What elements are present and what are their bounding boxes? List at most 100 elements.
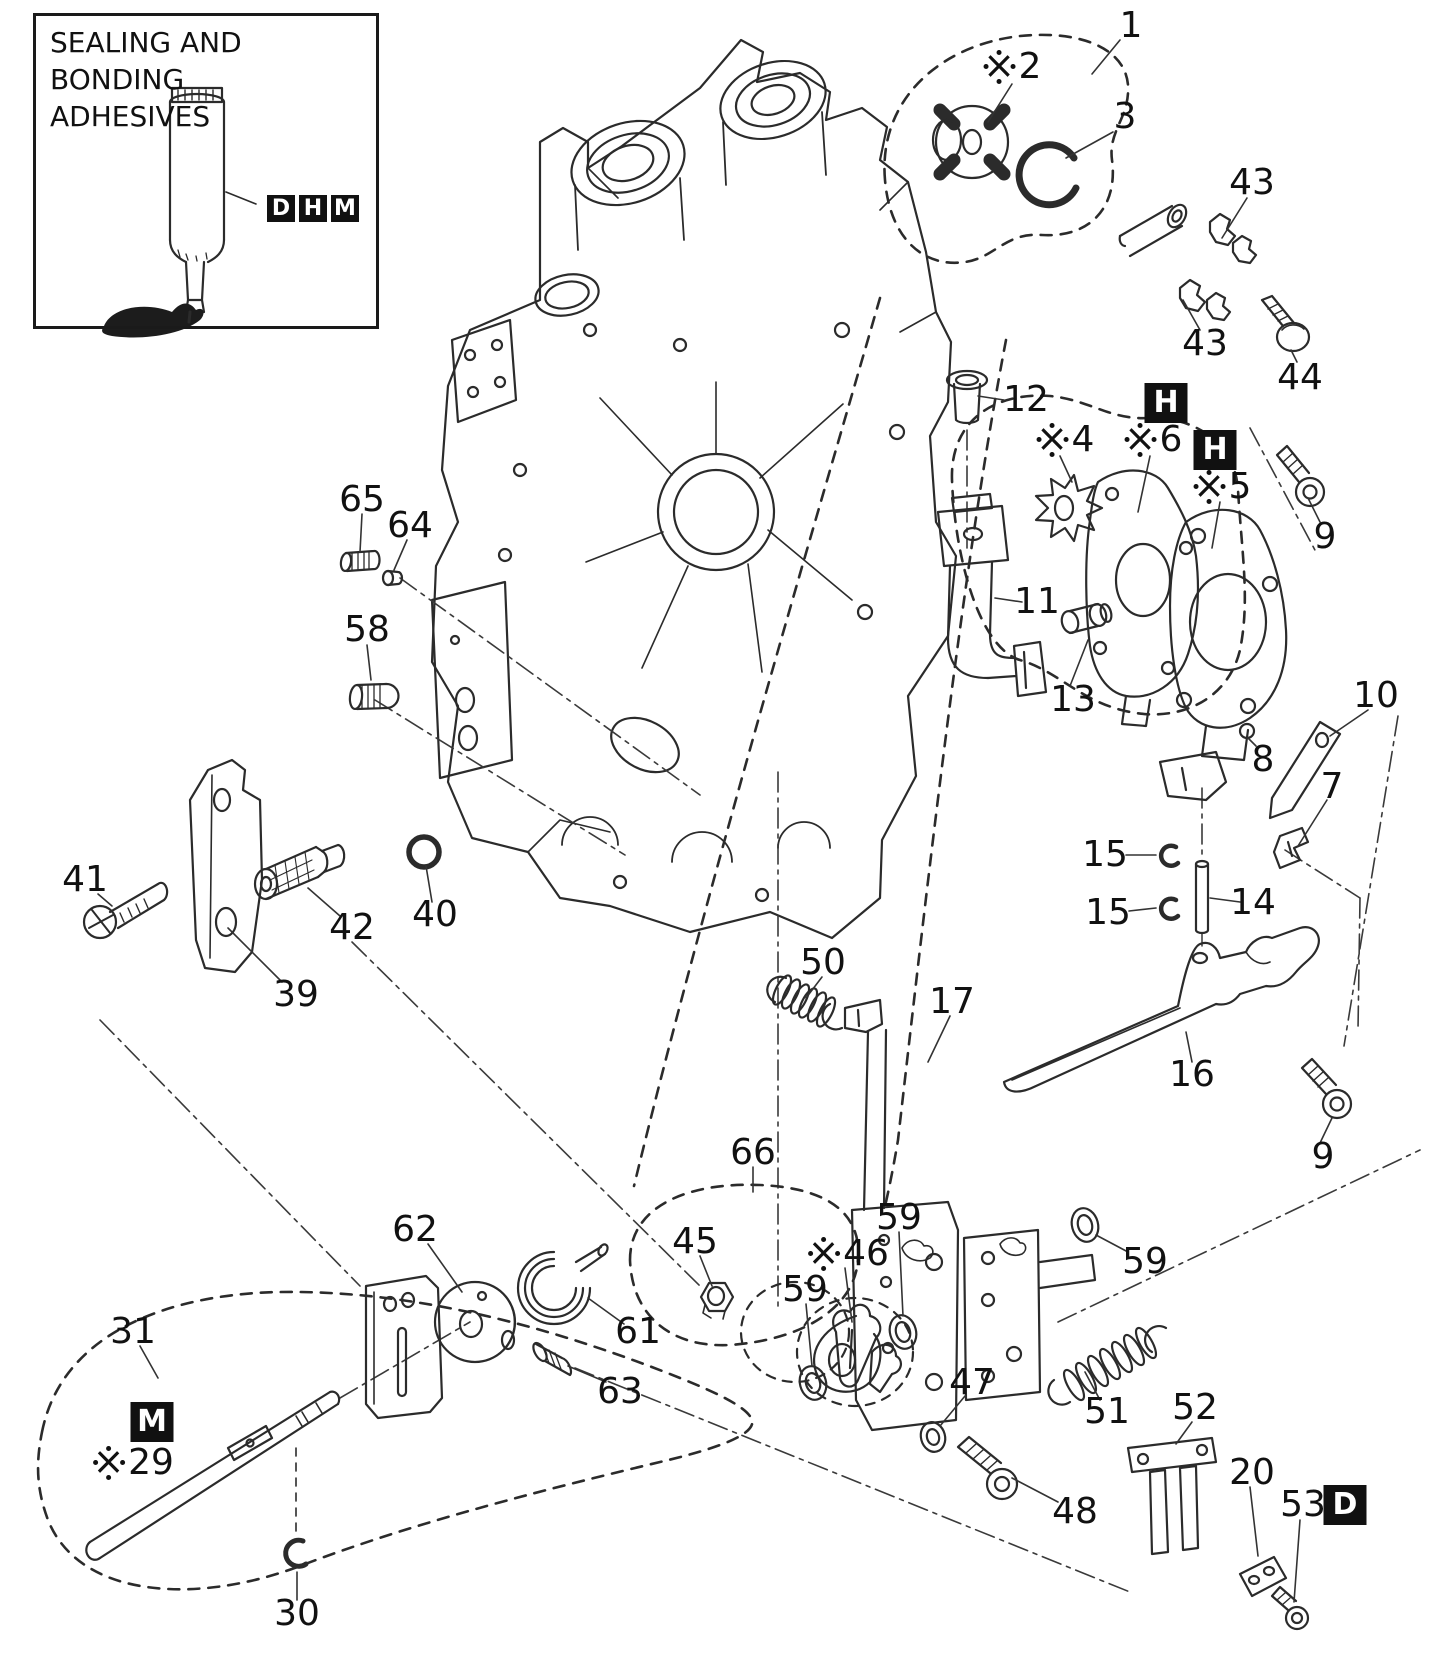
part-64-plug bbox=[381, 569, 404, 587]
center-lines bbox=[99, 427, 1421, 1593]
part-5-retainer-plate bbox=[1158, 508, 1288, 802]
part-13-bushing bbox=[1060, 602, 1113, 635]
part-41-screw bbox=[82, 881, 169, 940]
callout-43-3: 43 bbox=[1229, 162, 1275, 203]
callout-16-30: 16 bbox=[1169, 1054, 1215, 1095]
part-30-e-clip bbox=[283, 1537, 309, 1569]
badge-H-10: H bbox=[1193, 430, 1237, 470]
callout-65-13: 65 bbox=[339, 479, 385, 520]
callout-59-34: 59 bbox=[876, 1197, 922, 1238]
bubble-46b bbox=[795, 1296, 915, 1408]
part-46-fork bbox=[832, 1303, 902, 1394]
bubble-assembly-66 bbox=[628, 1183, 860, 1347]
part-45-nut bbox=[699, 1281, 735, 1320]
part-2-cam bbox=[931, 103, 1011, 181]
callout-47-44: 47 bbox=[949, 1362, 995, 1403]
legend-title-line2: ADHESIVES bbox=[50, 100, 211, 133]
badge-M-42: M bbox=[130, 1402, 174, 1442]
callout-ref2-1: ×2 bbox=[983, 43, 1042, 88]
callout-64-14: 64 bbox=[387, 505, 433, 546]
part-62-disc bbox=[433, 1280, 517, 1364]
callout-42-25: 42 bbox=[329, 907, 375, 948]
callout-41-24: 41 bbox=[62, 859, 108, 900]
part-51-spring bbox=[1047, 1325, 1168, 1406]
part-20-plate bbox=[1238, 1555, 1288, 1598]
reference-mark-icon: × bbox=[983, 43, 1015, 88]
part-29-shaft bbox=[85, 1390, 341, 1561]
callout-66-32: 66 bbox=[730, 1132, 776, 1173]
part-7-clip bbox=[1272, 826, 1310, 870]
callout-ref6-8: ×6 bbox=[1124, 416, 1183, 461]
callout-3-2: 3 bbox=[1113, 96, 1137, 137]
bubble-plate-group bbox=[950, 394, 1247, 716]
callout-53-49: 53 bbox=[1280, 1484, 1326, 1525]
callout-51-45: 51 bbox=[1084, 1391, 1130, 1432]
bubble-assembly-31 bbox=[36, 1290, 754, 1591]
callout-8-19: 8 bbox=[1251, 739, 1275, 780]
part-3-retaining-ring bbox=[1015, 141, 1080, 209]
crankcase-block bbox=[430, 38, 958, 940]
callout-31-41: 31 bbox=[110, 1311, 156, 1352]
callout-ref4-9: ×4 bbox=[1036, 416, 1095, 461]
reference-mark-icon: × bbox=[807, 1230, 840, 1275]
part-39-plate bbox=[188, 758, 264, 974]
callout-ref29-43: ×29 bbox=[92, 1439, 174, 1484]
part-43-pin-and-clips bbox=[1118, 203, 1258, 322]
callout-40-26: 40 bbox=[412, 894, 458, 935]
part-61-spiral-spring bbox=[516, 1243, 609, 1326]
callout-10-18: 10 bbox=[1353, 675, 1399, 716]
callout-17-29: 17 bbox=[929, 981, 975, 1022]
callout-12-6: 12 bbox=[1003, 379, 1049, 420]
part-58-plug bbox=[348, 682, 400, 711]
legend-code-D: D bbox=[267, 195, 295, 222]
callout-59-36: 59 bbox=[782, 1269, 828, 1310]
part-16-lever-arm bbox=[1002, 926, 1320, 1093]
reference-mark-icon: × bbox=[1124, 416, 1156, 461]
callout-61-39: 61 bbox=[615, 1311, 661, 1352]
callout-43-4: 43 bbox=[1182, 323, 1228, 364]
callout-63-40: 63 bbox=[597, 1371, 643, 1412]
part-53-screw bbox=[1270, 1585, 1310, 1631]
callout-7-20: 7 bbox=[1320, 766, 1344, 807]
bubble-assembly-1 bbox=[883, 33, 1130, 265]
badge-H-7: H bbox=[1144, 383, 1188, 423]
callout-14-23: 14 bbox=[1230, 882, 1276, 923]
part-15-e-clips bbox=[1158, 843, 1181, 921]
callout-45-33: 45 bbox=[672, 1221, 718, 1262]
callout-9-12: 9 bbox=[1313, 516, 1337, 557]
callout-ref46-35: ×46 bbox=[807, 1230, 889, 1275]
callout-59-37: 59 bbox=[1122, 1241, 1168, 1282]
callout-11-16: 11 bbox=[1014, 581, 1060, 622]
badge-D-50: D bbox=[1323, 1485, 1367, 1525]
reference-mark-icon: × bbox=[1193, 463, 1225, 508]
legend-code-H: H bbox=[299, 195, 327, 222]
part-52-fork-bracket bbox=[1126, 1436, 1218, 1556]
part-9-screw-lower bbox=[1300, 1057, 1353, 1120]
reference-mark-icon: × bbox=[1036, 416, 1068, 461]
part-4-gear bbox=[1034, 473, 1104, 543]
callout-ref5-11: ×5 bbox=[1193, 463, 1252, 508]
part-11-oil-pipe bbox=[936, 492, 1048, 698]
callout-15-22: 15 bbox=[1085, 892, 1131, 933]
callout-1-0: 1 bbox=[1119, 5, 1143, 46]
bubble-tail-left bbox=[632, 296, 882, 1188]
part-8-ball bbox=[1238, 722, 1256, 740]
legend-code-M: M bbox=[331, 195, 359, 222]
part-59-washers bbox=[798, 1207, 1100, 1401]
legend-title-line1: SEALING AND BONDING bbox=[50, 26, 242, 96]
callout-9-31: 9 bbox=[1311, 1136, 1335, 1177]
assembly-bubbles bbox=[36, 33, 1247, 1591]
callout-44-5: 44 bbox=[1277, 357, 1323, 398]
part-62-clamp-plate bbox=[364, 1274, 444, 1420]
part-9-screw-upper bbox=[1275, 444, 1326, 508]
part-47-washer bbox=[919, 1421, 947, 1453]
part-44-screw bbox=[1260, 294, 1311, 353]
callout-39-27: 39 bbox=[273, 974, 319, 1015]
bubble-tail-right bbox=[884, 338, 1008, 1204]
callout-50-28: 50 bbox=[800, 942, 846, 983]
part-40-o-ring bbox=[406, 834, 442, 870]
reference-mark-icon: × bbox=[92, 1439, 125, 1484]
